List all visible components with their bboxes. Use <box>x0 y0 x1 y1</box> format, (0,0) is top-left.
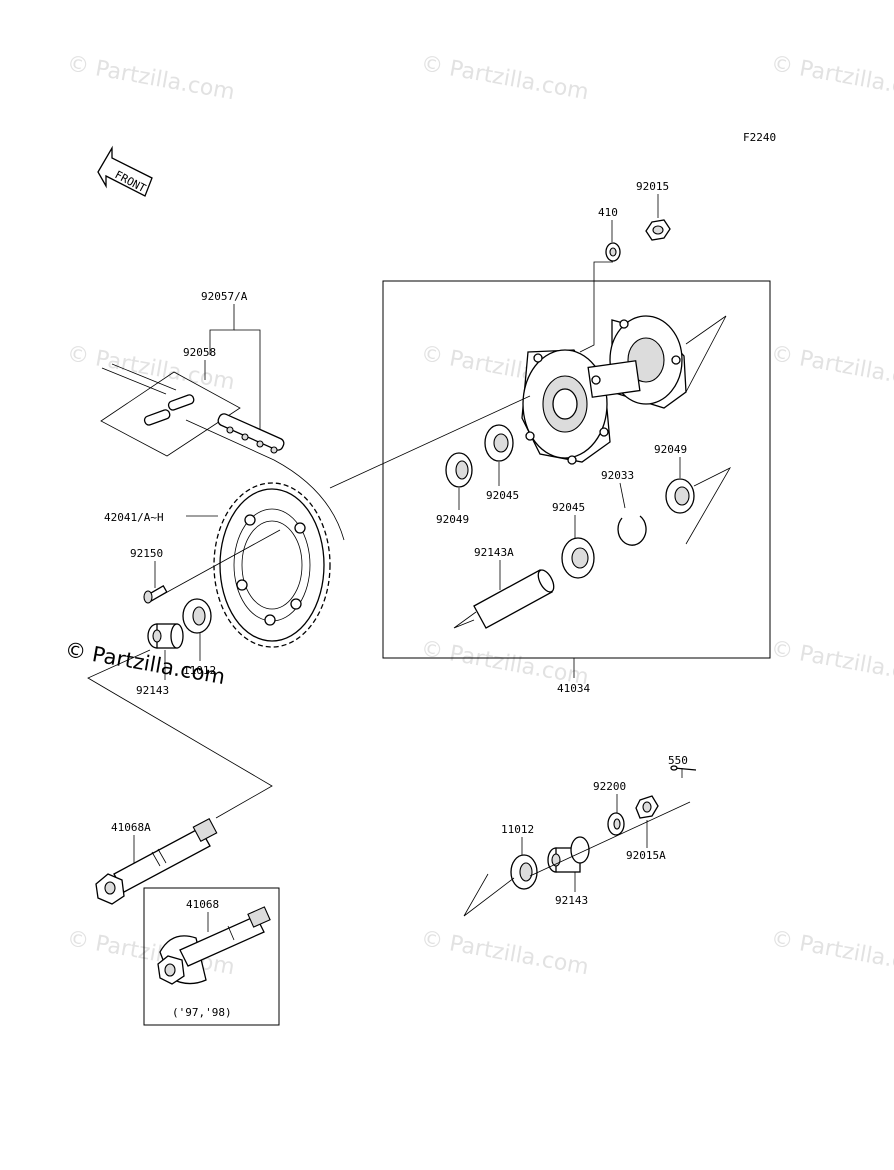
label-92143-top: 92143 <box>136 684 169 697</box>
label-92015A: 92015A <box>626 849 666 862</box>
master-link-92058 <box>100 363 241 457</box>
seal-92049-right <box>665 478 695 514</box>
bolt-92150 <box>143 585 168 604</box>
watermark: © Partzilla.com <box>769 636 894 690</box>
watermark: © Partzilla.com <box>769 926 894 980</box>
collar-92143-bottom <box>547 836 590 873</box>
spacer-92143A <box>473 569 555 629</box>
axle-41068 <box>157 906 271 985</box>
watermark: © Partzilla.com <box>419 51 591 105</box>
cotter-pin-550 <box>670 765 697 771</box>
bearing-92045-right <box>561 537 595 579</box>
label-92150: 92150 <box>130 547 163 560</box>
nut-92015 <box>645 219 671 241</box>
circlip-92033 <box>617 515 647 546</box>
chain-92057A <box>185 413 345 541</box>
partzilla-watermark: © Partzilla.com <box>63 637 227 689</box>
bearing-92045-left <box>484 424 514 462</box>
collar-11012-bottom <box>510 854 538 890</box>
washer-92200 <box>607 812 625 836</box>
rear-hub <box>521 315 687 465</box>
watermark: © Partzilla.com <box>65 51 237 105</box>
label-92045-right: 92045 <box>552 501 585 514</box>
label-92049-left: 92049 <box>436 513 469 526</box>
collar-92143-top <box>147 623 184 649</box>
axle-41068-box <box>143 887 280 1026</box>
nut-92015A <box>635 795 659 819</box>
label-11012-bot: 11012 <box>501 823 534 836</box>
hub-assembly-box <box>382 280 771 659</box>
label-41034: 41034 <box>557 682 590 695</box>
label-11012-top: 11012 <box>183 664 216 677</box>
years-note: ('97,'98) <box>172 1006 232 1019</box>
watermark: © Partzilla.com <box>769 341 894 395</box>
label-92015: 92015 <box>636 180 669 193</box>
label-550: 550 <box>668 754 688 767</box>
watermark: © Partzilla.com <box>769 51 894 105</box>
seal-92049-left <box>445 452 473 488</box>
label-92200: 92200 <box>593 780 626 793</box>
figure-code: F2240 <box>743 131 776 144</box>
rear-sprocket-42041 <box>213 482 331 648</box>
front-arrow-icon: FRONT <box>97 145 153 197</box>
label-92033: 92033 <box>601 469 634 482</box>
label-42041: 42041/A~H <box>104 511 164 524</box>
label-92143A: 92143A <box>474 546 514 559</box>
label-92143-bot: 92143 <box>555 894 588 907</box>
label-92049-right: 92049 <box>654 443 687 456</box>
label-41068: 41068 <box>186 898 219 911</box>
collar-11012-top <box>182 598 212 634</box>
label-410: 410 <box>598 206 618 219</box>
washer-410 <box>605 242 621 262</box>
axle-41068A <box>95 817 218 905</box>
label-41068A: 41068A <box>111 821 151 834</box>
watermark: © Partzilla.com <box>419 926 591 980</box>
label-92058: 92058 <box>183 346 216 359</box>
label-92045-left: 92045 <box>486 489 519 502</box>
label-92057A: 92057/A <box>201 290 248 303</box>
